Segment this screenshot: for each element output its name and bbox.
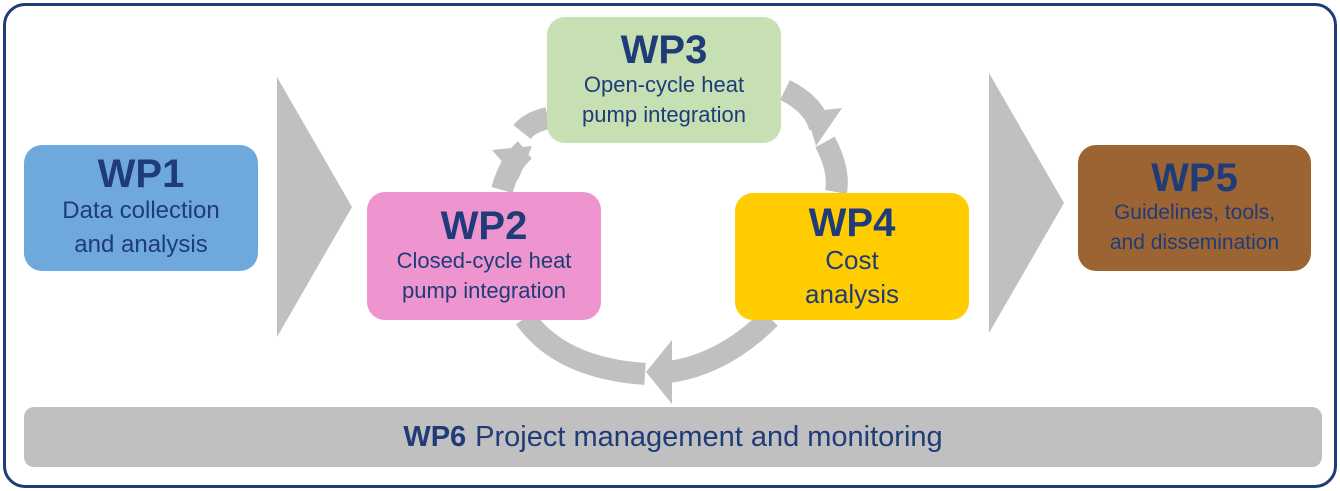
wp3-title: WP3 <box>620 28 708 72</box>
wp2-title: WP2 <box>440 204 528 248</box>
cycle-arrowhead-to-wp2 <box>646 340 672 404</box>
cycle-arrowhead-to-wp3 <box>492 146 532 180</box>
wp4-box: WP4 Cost analysis <box>735 193 969 320</box>
wp4-desc-line2: analysis <box>805 278 899 309</box>
wp6-bar: WP6 Project management and monitoring <box>24 407 1322 467</box>
cycle-arc-wp4-wp2 <box>658 310 778 384</box>
wp4-desc-line1: Cost <box>825 244 879 275</box>
wp5-title: WP5 <box>1151 156 1238 200</box>
wp1-box: WP1 Data collection and analysis <box>24 145 258 271</box>
wp2-desc-line2: pump integration <box>402 278 566 303</box>
cycle-arc-wp3-left <box>513 107 551 140</box>
wp6-desc: Project management and monitoring <box>475 420 943 453</box>
wp3-box: WP3 Open-cycle heat pump integration <box>547 17 781 143</box>
big-arrow-left <box>277 77 352 337</box>
wp1-desc-line2: and analysis <box>74 231 208 258</box>
wp5-desc-line2: and dissemination <box>1109 231 1280 254</box>
wp4-title: WP4 <box>808 200 896 245</box>
wp1-title: WP1 <box>97 152 185 196</box>
wp1-desc-line1: Data collection <box>62 197 220 224</box>
wp2-box: WP2 Closed-cycle heat pump integration <box>367 192 601 320</box>
cycle-arc-wp4-top <box>815 136 848 194</box>
wp3-desc-line2: pump integration <box>582 102 746 127</box>
cycle-arc-wp2-bottom <box>515 311 646 385</box>
wp5-desc-line1: Guidelines, tools, <box>1113 201 1276 224</box>
wp3-desc-line1: Open-cycle heat <box>583 72 745 97</box>
wp5-box: WP5 Guidelines, tools, and dissemination <box>1078 145 1311 271</box>
wp2-desc-line1: Closed-cycle heat <box>396 248 572 273</box>
big-arrow-right <box>989 73 1064 333</box>
cycle-arrowhead-to-wp4 <box>806 108 842 146</box>
wp6-title: WP6 <box>403 420 467 453</box>
